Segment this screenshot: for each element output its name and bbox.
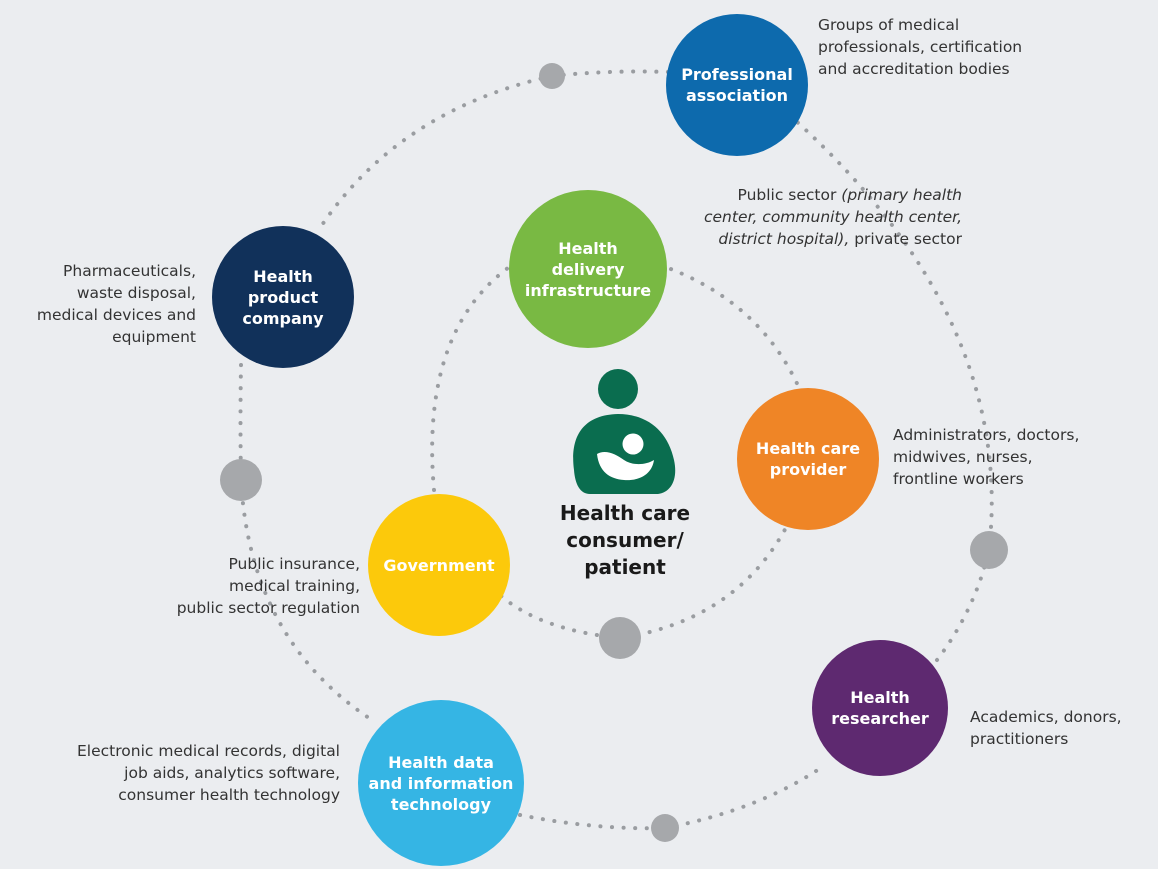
node-health-researcher[interactable]: Health researcher [812,640,948,776]
node-health-data-it-label: Health data and information technology [368,752,514,814]
node-health-product-company[interactable]: Health product company [212,226,354,368]
desc-health-data-it: Electronic medical records, digital job … [77,742,340,804]
connector-delivery-provider [658,263,802,392]
node-health-care-provider-label: Health care provider [755,439,861,479]
node-professional-association-label: Professional association [681,65,793,105]
connector-professional-waypoint [550,69,670,78]
node-health-delivery-infrastructure-label: Health delivery infrastructure [524,238,652,300]
desc-delivery-suffix: private sector [849,230,962,248]
connector-datatech-waypoint [518,813,667,831]
waypoint-right [970,531,1008,569]
waypoint-inner [599,617,641,659]
desc-delivery-prefix: Public sector [737,186,842,204]
node-professional-association[interactable]: Professional association [666,14,808,156]
desc-health-delivery-infrastructure: Public sector (primary health center, co… [704,184,962,250]
desc-health-researcher: Academics, donors, practitioners [970,708,1122,748]
node-health-researcher-label: Health researcher [831,688,929,728]
waypoint-top [539,63,565,89]
connector-waypoint-government [498,593,622,640]
connector-waypoint-researcher [663,763,827,830]
desc-health-product-company: Pharmaceuticals, waste disposal, medical… [36,262,196,346]
waypoint-left [220,459,262,501]
desc-government: Public insurance, medical training, publ… [176,555,360,617]
node-government-label: Government [383,555,495,575]
node-health-care-provider[interactable]: Health care provider [737,388,879,530]
desc-health-care-provider: Administrators, doctors, midwives, nurse… [893,426,1080,488]
desc-delivery-italic: (primary health center, community health… [704,186,962,248]
waypoint-bottom [651,814,679,842]
node-health-delivery-infrastructure[interactable]: Health delivery infrastructure [509,190,667,348]
node-health-data-it[interactable]: Health data and information technology [358,700,524,866]
node-government[interactable]: Government [368,494,510,636]
desc-professional-association: Groups of medical professionals, certifi… [818,16,1023,78]
connector-waypoint-product [320,74,554,227]
connector-provider-waypoint [618,518,792,640]
node-health-product-company-label: Health product company [242,266,324,328]
center-patient-label: Health care consumer/ patient [559,501,691,579]
connector-government-delivery [430,263,514,492]
mother-and-child-icon [573,369,676,494]
